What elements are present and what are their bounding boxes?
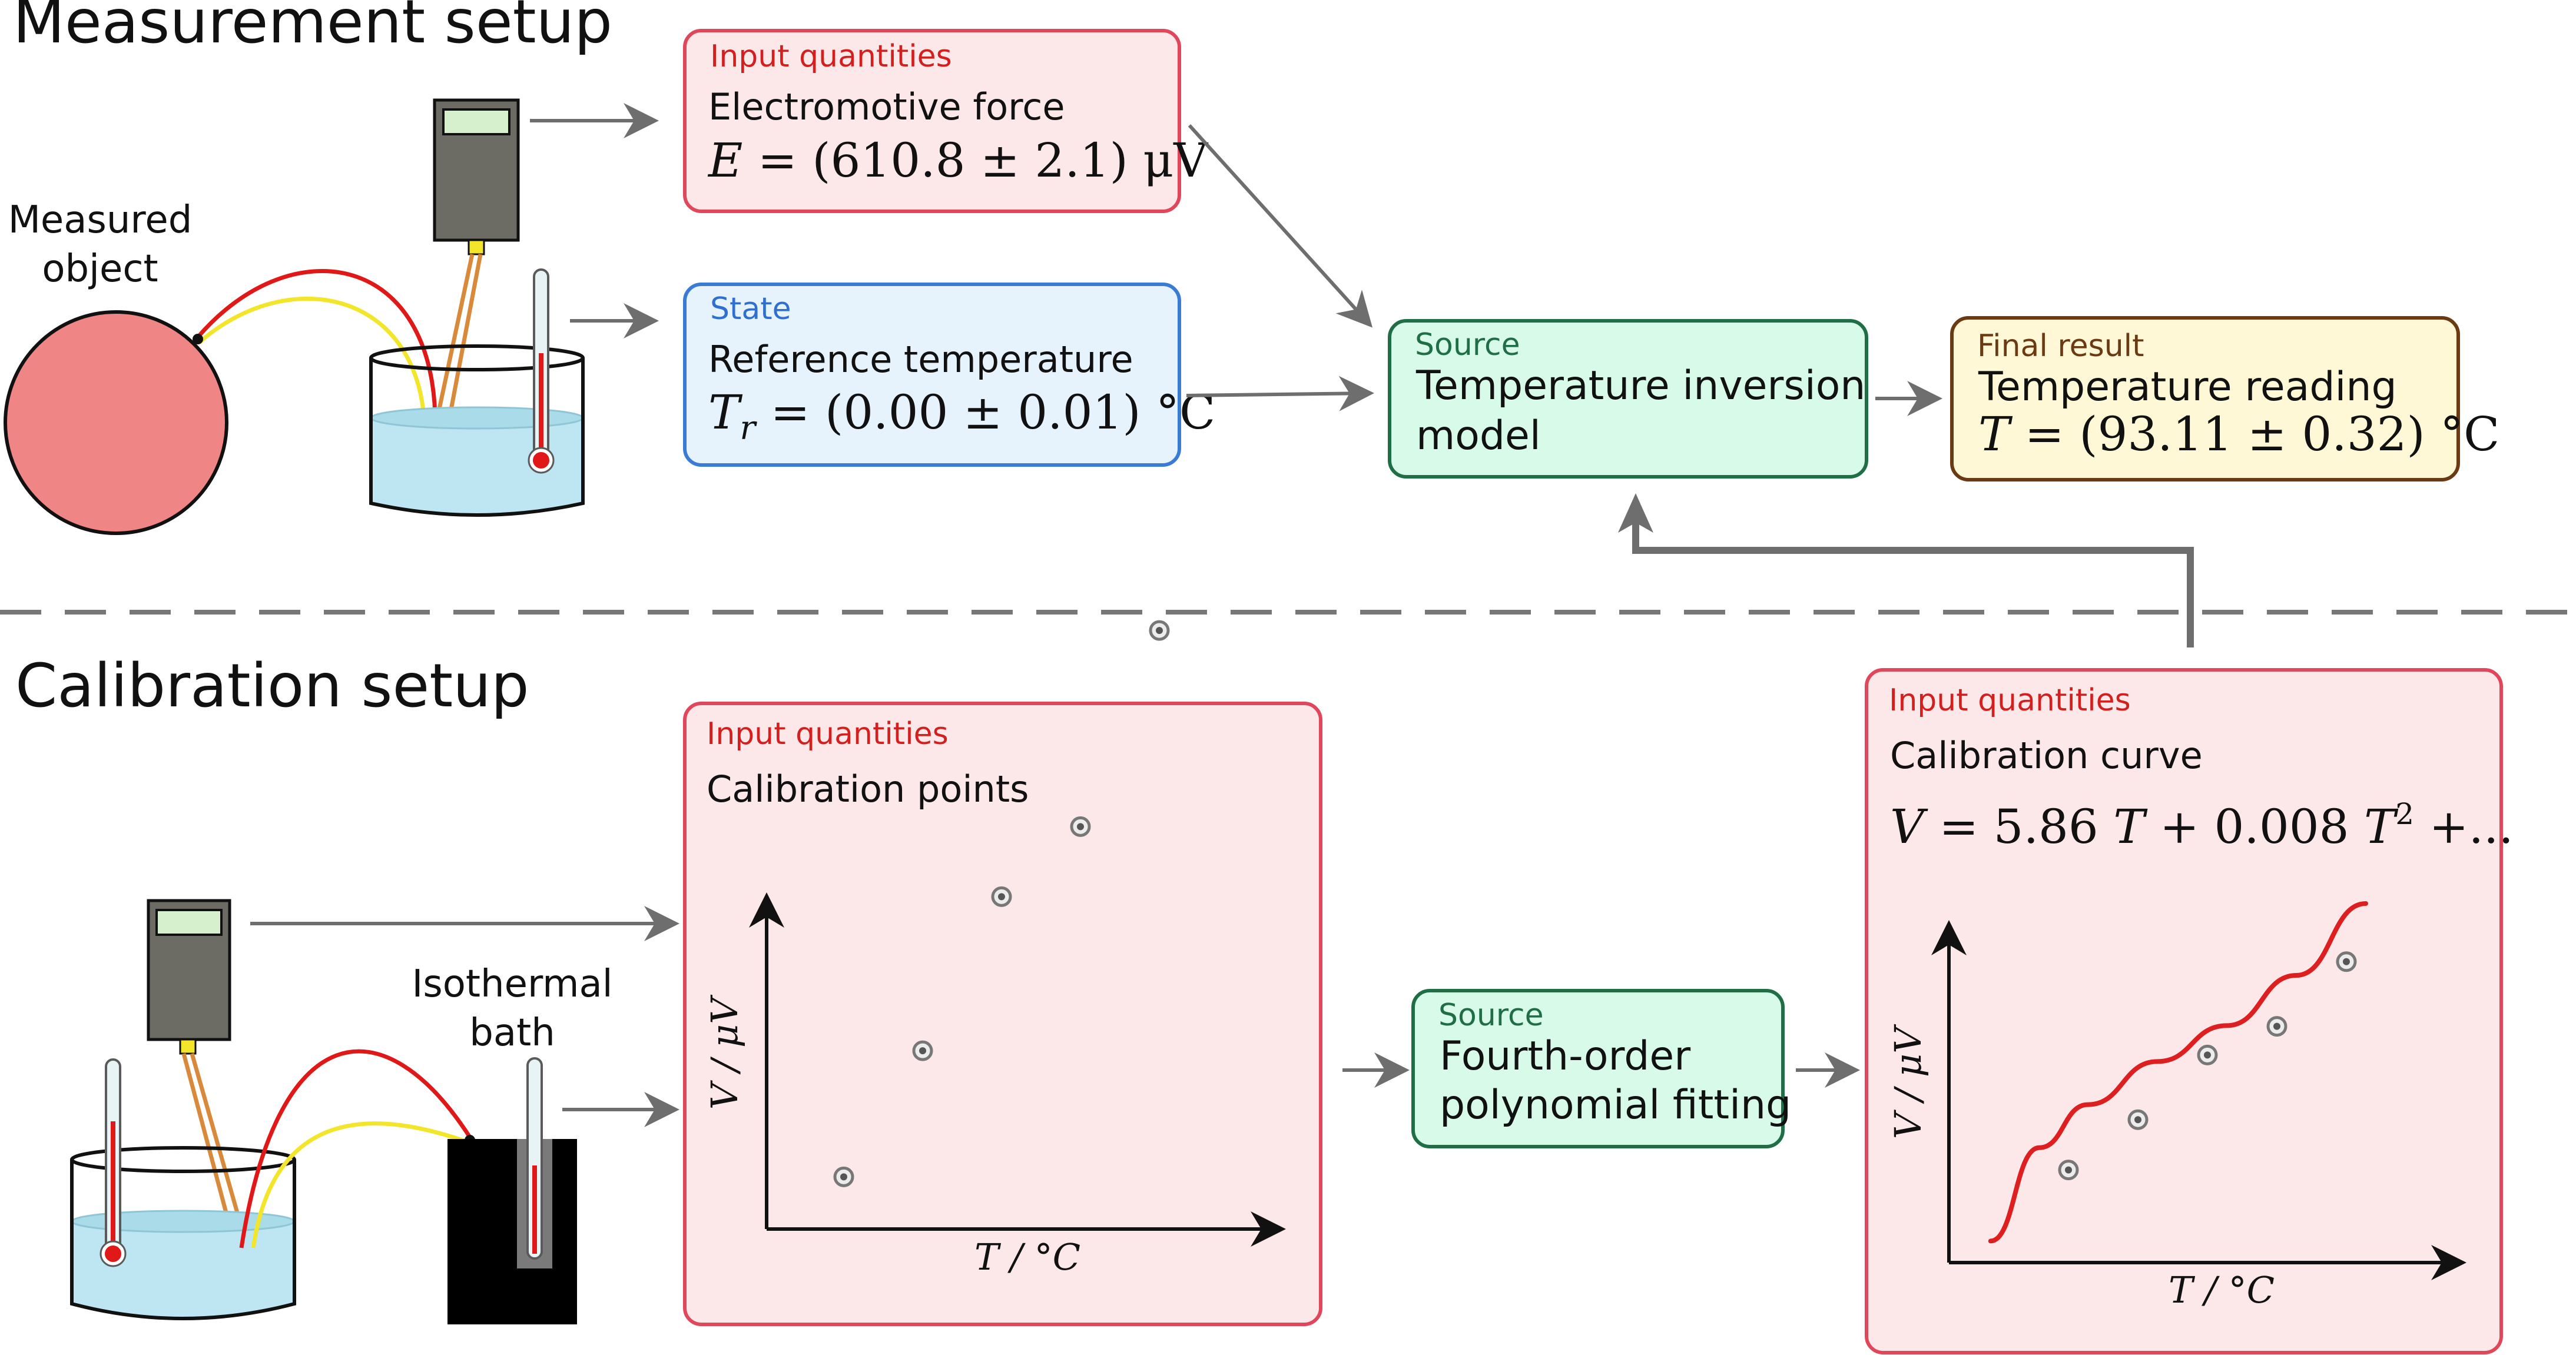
fitting-box-kind: Source — [1438, 998, 1544, 1033]
fitting-box-line2: polynomial fitting — [1440, 1082, 1791, 1128]
reference-thermometer-bulb-ring — [528, 447, 555, 474]
arrow-curve-to-model-head — [1618, 493, 1653, 533]
fitting-box-line1: Fourth-order — [1440, 1033, 1690, 1080]
thermocouple-wire-yellow — [197, 297, 427, 454]
final-box-name: Temperature reading — [1978, 364, 2397, 410]
calibration-bath-thermometer-ring — [100, 1240, 127, 1267]
emf-box — [683, 29, 1181, 213]
cal-curve-equation: V = 5.86 T + 0.008 T2 +... — [1890, 797, 2514, 854]
emf-equation: E = (610.8 ± 2.1) μV — [707, 133, 1208, 188]
measurement-section-title: Measurement setup — [13, 0, 612, 57]
state-eq-value: = (0.00 ± 0.01) °C — [755, 385, 1215, 440]
measured-object — [4, 310, 228, 535]
inversion-box-kind: Source — [1415, 327, 1520, 363]
voltmeter-screen — [442, 108, 510, 135]
reference-temperature-box — [683, 283, 1181, 467]
cal-curve-eq-t2: T — [2364, 799, 2399, 854]
cal-curve-eq-end: +... — [2414, 799, 2514, 854]
state-equation: Tr = (0.00 ± 0.01) °C — [708, 385, 1215, 447]
emf-eq-var: E — [707, 133, 742, 188]
calibration-bath-water — [72, 1218, 294, 1319]
calibration-points-chart: V / μV T / °C — [703, 620, 1286, 1278]
chart1-points — [833, 620, 1170, 1187]
state-eq-var: T — [708, 385, 743, 440]
final-equation: T = (93.11 ± 0.32) °C — [1978, 407, 2499, 461]
chart2-point-4 — [2266, 1016, 2287, 1037]
chart2-point-1 — [2058, 1160, 2079, 1181]
cal-points-name: Calibration points — [707, 768, 1029, 811]
measured-object-label-2: object — [42, 247, 158, 291]
chart2-points — [2058, 951, 2357, 1181]
chart2-y-label: V / μV — [1887, 1024, 1929, 1139]
calibration-voltmeter-connector — [179, 1038, 197, 1055]
chart1-point-5 — [1149, 620, 1170, 641]
chart2-point-3 — [2197, 1044, 2218, 1065]
arrow-emf-to-model — [1188, 124, 1373, 328]
final-eq-var: T — [1978, 407, 2013, 461]
emf-box-kind: Input quantities — [710, 39, 952, 74]
inversion-box-line2: model — [1416, 413, 1541, 459]
cal-curve-eq-pow: 2 — [2395, 797, 2414, 831]
cal-curve-eq-t1: T — [2113, 799, 2148, 854]
cal-points-kind: Input quantities — [707, 716, 949, 752]
chart2-point-2 — [2127, 1109, 2149, 1130]
state-box-kind: State — [710, 291, 791, 327]
chart2-fitted-curve — [1988, 901, 2368, 1244]
isothermal-bath-label: Isothermal — [412, 962, 613, 1006]
state-eq-sub: r — [740, 409, 757, 447]
calibration-bath-thermometer-bulb — [101, 1242, 125, 1266]
cal-curve-eq-b: + 0.008 — [2145, 799, 2364, 854]
reference-bath-body — [369, 358, 585, 517]
calibration-wire-yellow — [251, 1121, 472, 1248]
reference-thermometer-bulb — [529, 449, 553, 472]
thermocouple-wire-red — [195, 269, 437, 448]
reference-bath-rim — [369, 344, 585, 371]
calibration-curve-box — [1865, 668, 2503, 1354]
measured-object-label: Measured — [8, 198, 193, 242]
cal-curve-name: Calibration curve — [1890, 734, 2203, 777]
isothermal-thermometer — [526, 1057, 543, 1260]
chart1-point-1 — [833, 1166, 854, 1187]
calibration-bath-body — [70, 1160, 296, 1320]
chart1-x-label: T / °C — [974, 1236, 1080, 1278]
chart2-point-5 — [2336, 951, 2357, 972]
chart1-y-label: V / μV — [703, 994, 746, 1110]
inversion-model-box — [1388, 319, 1868, 479]
inversion-box-line1: Temperature inversion — [1415, 363, 1865, 409]
final-box-kind: Final result — [1977, 328, 2144, 364]
chart1-point-3 — [991, 886, 1012, 907]
calibration-wire-red — [239, 1049, 473, 1248]
reference-bath-water-surface — [370, 406, 584, 430]
arrow-curve-to-model — [1632, 518, 2194, 647]
isothermal-bath-label-2: bath — [469, 1011, 555, 1055]
reference-bath-water — [371, 415, 583, 515]
chart1-point-2 — [912, 1040, 933, 1061]
emf-box-name: Electromotive force — [708, 85, 1065, 128]
final-eq-value: = (93.11 ± 0.32) °C — [2010, 407, 2499, 461]
emf-eq-value: = (610.8 ± 2.1) μV — [742, 133, 1208, 188]
calibration-curve-chart: V / μV T / °C — [1887, 901, 2466, 1311]
voltmeter-connector — [468, 239, 485, 255]
calibration-voltmeter-screen — [155, 909, 223, 936]
fitting-box — [1411, 989, 1785, 1148]
cal-curve-eq-a: = 5.86 — [1924, 799, 2113, 854]
chart2-x-label: T / °C — [2169, 1268, 2275, 1311]
cal-curve-eq-v: V — [1890, 799, 1928, 854]
arrow-state-to-model — [1186, 376, 1374, 411]
isothermal-bath — [447, 1139, 577, 1324]
chart1-point-4 — [1070, 816, 1091, 837]
final-result-box — [1950, 316, 2460, 481]
calibration-section-title: Calibration setup — [15, 651, 529, 721]
thermocouple-junction — [193, 334, 203, 344]
state-box-name: Reference temperature — [708, 338, 1133, 381]
cal-curve-kind: Input quantities — [1889, 683, 2131, 718]
